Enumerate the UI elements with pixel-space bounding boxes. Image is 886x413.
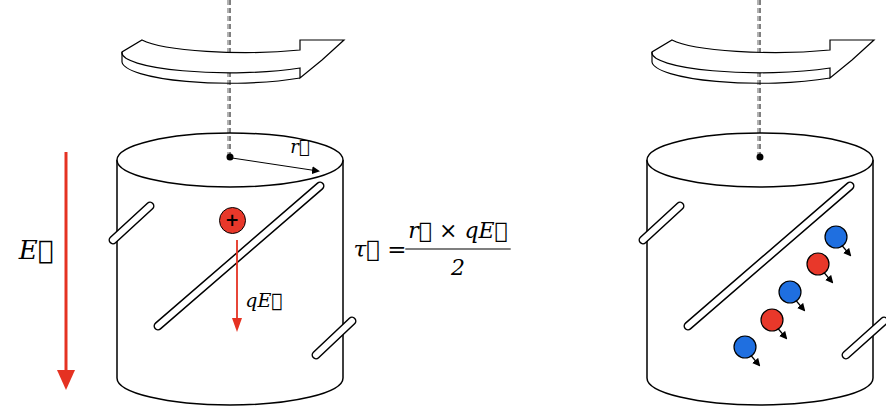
charge-ball <box>779 281 801 303</box>
fraction-bar <box>405 248 510 249</box>
vector-label: r⃗ <box>290 137 309 157</box>
slot <box>643 186 884 355</box>
rotation-arrow <box>652 40 874 83</box>
charge-ball <box>807 253 829 275</box>
equation-numerator: r⃗ × qE⃗ <box>408 219 507 243</box>
charge-ball <box>825 226 847 248</box>
equation-lhs: τ⃗ = <box>353 237 406 262</box>
slot <box>113 186 352 355</box>
charge-ball <box>734 336 756 358</box>
field-arrow <box>57 152 75 390</box>
charge-circle: + <box>219 207 246 234</box>
equation-denominator: 2 <box>451 256 465 280</box>
rotation-arrow <box>122 40 344 83</box>
field-label: E⃗ <box>19 236 54 265</box>
force-arrow <box>232 240 242 332</box>
charge-ball <box>761 309 783 331</box>
charge-row <box>734 226 850 365</box>
force-label: qE⃗ <box>245 290 282 311</box>
charge-sign: + <box>225 212 239 229</box>
